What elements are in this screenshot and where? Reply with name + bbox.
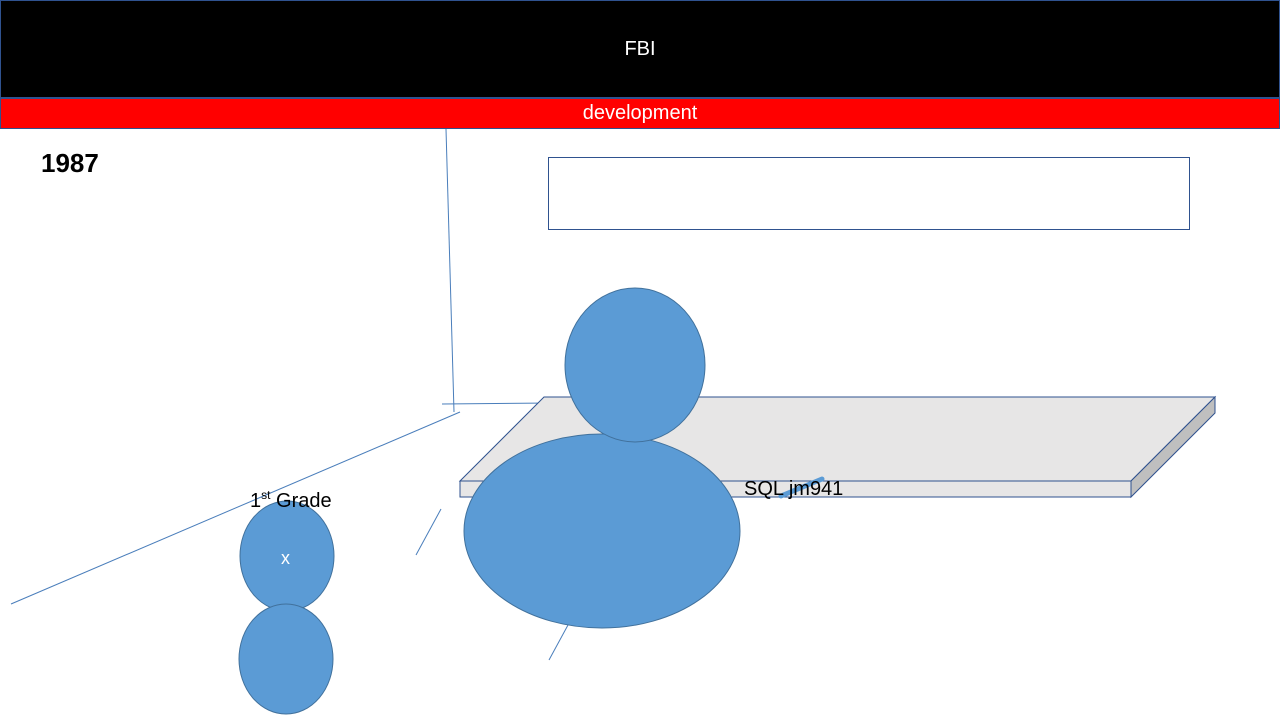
subtitle-banner: development	[0, 98, 1280, 129]
chair-leg-line	[548, 624, 569, 661]
adult-head	[564, 287, 706, 443]
banner-subtitle: development	[582, 102, 698, 124]
grade-label: 1st Grade	[250, 488, 332, 513]
banner-title: FBI	[624, 37, 656, 60]
grade-text: Grade	[270, 490, 332, 512]
title-banner: FBI	[0, 0, 1280, 98]
child-mark: x	[281, 548, 290, 568]
pen-mark	[778, 476, 825, 499]
year-label: 1987	[41, 148, 99, 178]
adult-body	[463, 433, 741, 629]
grade-ordinal: 1	[250, 490, 262, 512]
chair-leg-line	[415, 508, 442, 556]
empty-text-box	[548, 157, 1190, 230]
desk-label: SQL jm941	[744, 478, 844, 500]
grade-ordinal-suffix: st	[261, 488, 271, 502]
floor-diagonal-line	[10, 411, 461, 605]
wall-vertical-line	[445, 128, 455, 413]
child-body	[238, 603, 334, 715]
desk-side	[1130, 395, 1216, 499]
